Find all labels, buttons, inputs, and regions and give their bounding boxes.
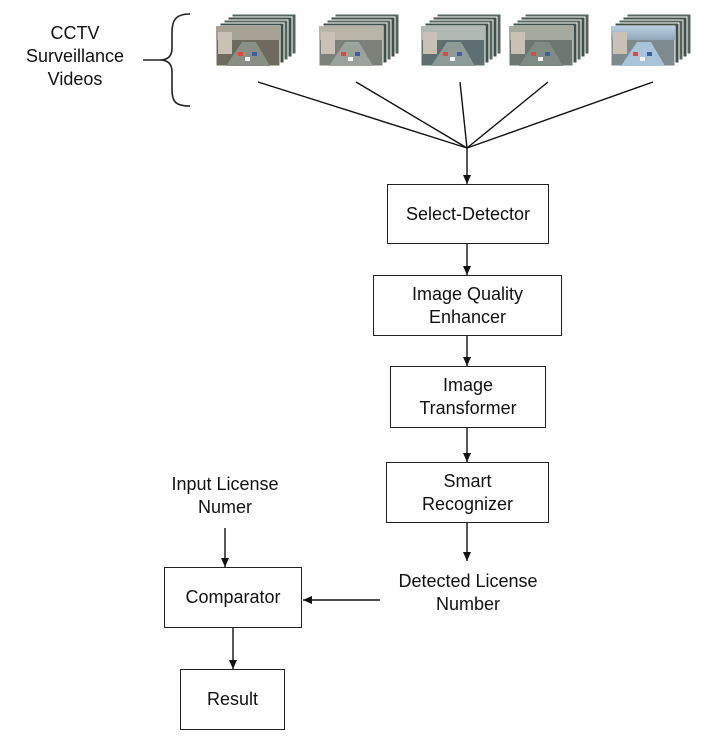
recognizer-label: Smart Recognizer [421,470,514,514]
video-stack [420,13,502,67]
result-label: Result [206,689,259,709]
select-detector-box: Select-Detector [387,184,549,244]
converging-lines [257,81,654,149]
image-quality-enhancer-box: Image Quality Enhancer [373,275,562,336]
comparator-label: Comparator [185,587,281,607]
video-stack [318,13,400,67]
select-detector-label: Select-Detector [405,203,531,224]
video-stack [508,13,590,67]
video-stack [610,13,692,67]
video-stack [215,13,297,67]
comparator-box: Comparator [164,567,302,628]
detected-license-label: Detected License Number [398,571,538,614]
input-license-label: Input License Numer [171,474,279,517]
transformer-label: Image Transformer [419,375,517,418]
flow-arrows [221,148,471,669]
smart-recognizer-box: Smart Recognizer [386,462,549,523]
cctv-video-stacks [215,13,692,67]
image-transformer-box: Image Transformer [390,366,546,428]
curly-brace [159,13,191,107]
enhancer-label: Image Quality Enhancer [411,283,524,327]
cctv-label: CCTV Surveillance Videos [25,23,125,89]
result-box: Result [180,669,285,730]
